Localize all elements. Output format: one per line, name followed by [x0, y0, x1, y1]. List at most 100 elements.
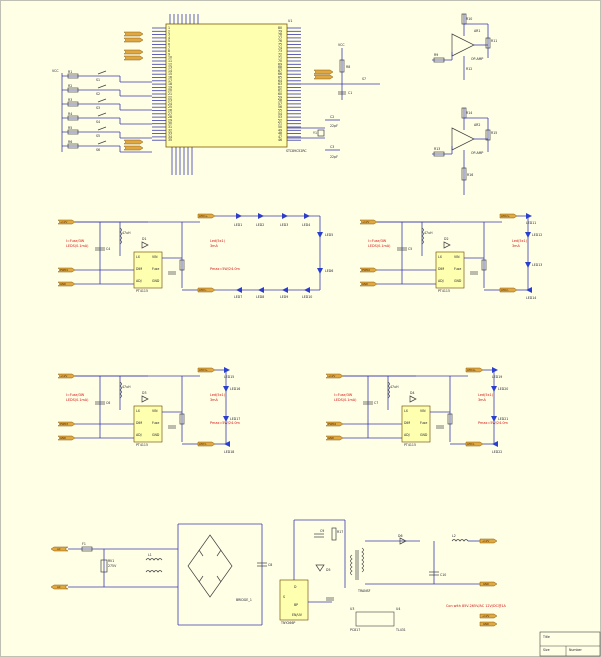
driver-chip-pin: VIN: [420, 409, 426, 413]
mcu-pin-left: 6: [168, 43, 170, 47]
driver-input: GND: [328, 436, 334, 440]
driver-chip-pin: DIM: [136, 421, 142, 425]
driver-chip-pin: DIM: [438, 267, 444, 271]
mov-value: 275V: [108, 564, 117, 568]
mcu-pin-left: 12: [168, 62, 172, 66]
ctrl-pin-bp: BP: [294, 603, 298, 607]
led-label: LED12: [532, 233, 542, 237]
driver-out-plus: LED4+: [467, 368, 476, 372]
mcu-pin-left: 29: [168, 118, 172, 122]
mcu-pin-left: 15: [168, 72, 172, 76]
mcu-pin-left: 34: [168, 135, 172, 139]
driver-note-1: I=Fuse/3W: [66, 239, 85, 243]
driver-out-plus: LED2+: [501, 214, 510, 218]
mcu-pin-left: 23: [168, 99, 172, 103]
led-label: LED7: [234, 295, 242, 299]
led-label: LED14: [526, 296, 536, 300]
led-label: LED11: [526, 221, 536, 225]
mcu-pin-left: 33: [168, 132, 172, 136]
mcu-block: 1234567891011121314151617181920212223242…: [123, 14, 334, 175]
driver-cap: C6: [106, 401, 110, 405]
mcu-pin-right: 59: [278, 95, 282, 99]
led-label: LED2: [256, 223, 264, 227]
driver-chip-pin: DIM: [404, 421, 410, 425]
reset-cap: C1: [348, 91, 352, 95]
mcu-left-ports: [123, 31, 144, 151]
mcu-chip: [165, 23, 288, 148]
mcu-pin-left: 19: [168, 85, 172, 89]
mcu-pin-right: 80: [278, 26, 282, 30]
driver-note-2: LEDS(0.1mA): [66, 244, 89, 248]
driver-input: +12V: [60, 220, 67, 224]
mcu-pin-left: 18: [168, 82, 172, 86]
key-resistor: R5: [68, 126, 72, 130]
driver-note-3: Led(5x1): [210, 239, 226, 243]
mcu-pin-left: 20: [168, 89, 172, 93]
power-supply: AC AC F1 RV1 275V L1 BRIDGE_1 C8 TNY266P…: [50, 519, 507, 632]
driver-chip-pin: ADJ: [136, 433, 142, 437]
led-label: LED19: [492, 375, 502, 379]
key-resistor: R6: [68, 140, 72, 144]
mcu-pin-left: 30: [168, 122, 172, 126]
driver-out-minus: LED3-: [199, 442, 207, 446]
led-label: LED10: [302, 295, 312, 299]
opamp-1-r4: R12: [466, 67, 472, 71]
mcu-pin-right: 60: [278, 92, 282, 96]
mcu-pin-right: 79: [278, 29, 282, 33]
opamp-1-r3: R11: [491, 39, 497, 43]
mcu-pin-right: 62: [278, 85, 282, 89]
mcu-right-ports: [313, 69, 334, 80]
ctrl-pin-d: D: [294, 585, 297, 589]
mcu-pin-left: 9: [168, 52, 170, 56]
driver-note-5: Pmax=5W/24.0m: [210, 421, 240, 425]
mcu-pin-left: 28: [168, 115, 172, 119]
mcu-pin-left: 16: [168, 76, 172, 80]
mcu-pin-left: 32: [168, 128, 172, 132]
key-resistor: R4: [68, 112, 72, 116]
psu-terminal-2: GND: [483, 622, 489, 626]
mcu-pin-left: 24: [168, 102, 172, 106]
opamp-2-r3: R15: [491, 131, 497, 135]
opamp-2-part: OP-AMP: [471, 151, 483, 155]
driver-cap: C4: [106, 247, 110, 251]
mcu-pin-left: 17: [168, 79, 172, 83]
opamp-1-designator: AR1: [474, 29, 480, 33]
opamp-1-r1: R9: [434, 53, 438, 57]
mcu-pin-right: 54: [278, 112, 282, 116]
driver-chip-pin: LX: [438, 255, 443, 259]
driver-note-3: Led(5x1): [512, 239, 528, 243]
optocoupler-part: PC817: [350, 628, 360, 632]
driver-chip-pin: Fuse: [152, 267, 159, 271]
driver-diode: D2: [444, 237, 448, 241]
mcu-pin-right: 58: [278, 99, 282, 103]
driver-chip-pin: ADJ: [438, 279, 444, 283]
mcu-pin-right: 46: [278, 138, 282, 142]
led-driver-1: +12VPWM1GNDC4I=Fuse/3WLEDS(0.1mA)47uHD1P…: [57, 213, 333, 299]
filter-inductor: L1: [148, 553, 152, 557]
driver-chip-pin: GND: [420, 433, 428, 437]
mcu-pin-left: 25: [168, 105, 172, 109]
driver-out-minus: LED2-: [501, 288, 509, 292]
driver-note-3: Led(5x1): [210, 393, 226, 397]
driver-chip-pin: LX: [404, 409, 409, 413]
mcu-pin-left: 11: [168, 59, 172, 63]
clamp-resistor: R17: [337, 530, 343, 534]
led-driver-4: +12VPWM4GNDC7I=Fuse/3WLEDS(0.1mA)47uHD4P…: [325, 367, 508, 454]
mcu-pin-left: 35: [168, 138, 172, 142]
led-label: LED18: [224, 450, 234, 454]
crystal: Y1: [313, 131, 317, 135]
driver-note-2: LEDS(0.1mA): [66, 398, 89, 402]
output-diode: D6: [398, 534, 402, 538]
ac-in-1: AC: [57, 547, 61, 551]
driver-input: GND: [60, 282, 66, 286]
mcu-pin-right: 61: [278, 89, 282, 93]
led-label: LED5: [325, 233, 333, 237]
crystal-cap-1: C2: [330, 115, 334, 119]
led-label: LED17: [230, 417, 240, 421]
led-driver-2: +12VPWM2GNDC5I=Fuse/3WLEDS(0.1mA)47uHD2P…: [359, 213, 542, 300]
mcu-pin-left: 10: [168, 56, 172, 60]
driver-inductor: 47uH: [424, 231, 433, 235]
